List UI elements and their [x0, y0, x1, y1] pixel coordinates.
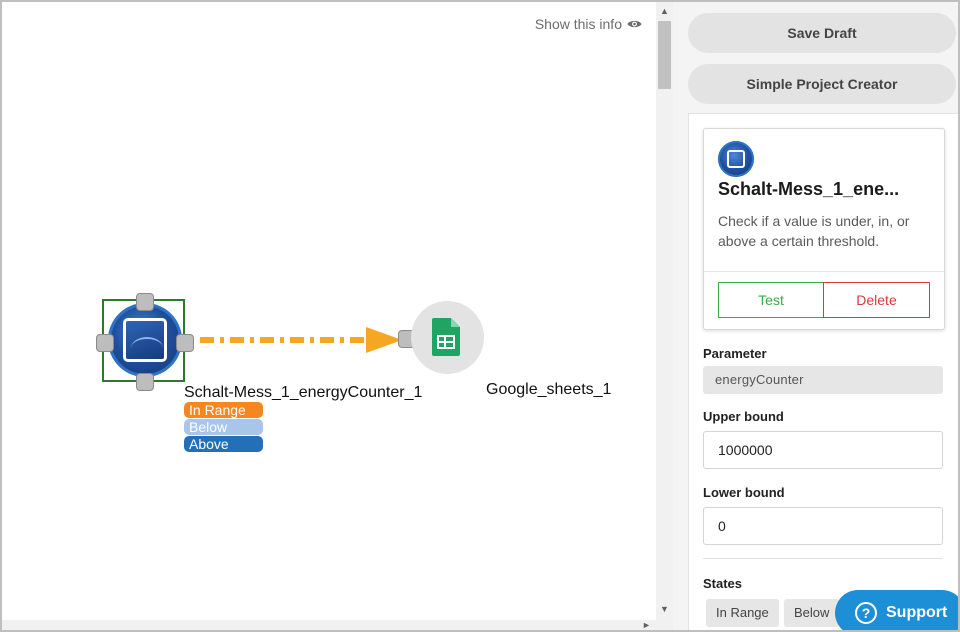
- help-icon: ?: [855, 602, 877, 624]
- state-chip-in-range[interactable]: In Range: [706, 599, 779, 627]
- resize-handle-top[interactable]: [136, 293, 154, 311]
- scroll-up-arrow-icon[interactable]: ▲: [660, 6, 669, 16]
- source-node-label: Schalt-Mess_1_energyCounter_1: [184, 384, 423, 401]
- parameter-value: energyCounter: [703, 366, 943, 394]
- flow-canvas[interactable]: Show this info Sc: [2, 2, 656, 620]
- resize-handle-right[interactable]: [176, 334, 194, 352]
- support-label: Support: [886, 604, 948, 621]
- canvas-horizontal-scrollbar[interactable]: ►: [2, 620, 673, 630]
- support-button[interactable]: ? Support: [835, 590, 958, 630]
- state-pill-below[interactable]: Below: [184, 419, 263, 435]
- delete-button[interactable]: Delete: [823, 282, 930, 318]
- state-chip-below[interactable]: Below: [784, 599, 840, 627]
- scroll-right-arrow-icon[interactable]: ►: [642, 620, 651, 630]
- show-info-toggle[interactable]: Show this info: [535, 16, 642, 32]
- connection-edge[interactable]: [184, 324, 412, 356]
- google-sheets-icon: [432, 318, 460, 356]
- node-selection-box: [102, 299, 185, 382]
- test-button[interactable]: Test: [718, 282, 824, 318]
- lower-bound-label: Lower bound: [703, 485, 785, 500]
- upper-bound-label: Upper bound: [703, 409, 784, 424]
- resize-handle-bottom[interactable]: [136, 373, 154, 391]
- threshold-node-glyph: [123, 318, 167, 362]
- simple-project-creator-button[interactable]: Simple Project Creator: [688, 64, 956, 104]
- parameter-label: Parameter: [703, 346, 767, 361]
- scrollbar-thumb[interactable]: [658, 21, 671, 89]
- node-info-card: Schalt-Mess_1_ene... Check if a value is…: [703, 128, 945, 330]
- save-draft-button[interactable]: Save Draft: [688, 13, 956, 53]
- canvas-vertical-scrollbar[interactable]: ▲ ▼: [656, 2, 673, 620]
- target-node-label: Google_sheets_1: [486, 381, 612, 398]
- eye-icon: [627, 20, 642, 28]
- state-pill-above[interactable]: Above: [184, 436, 263, 452]
- upper-bound-input[interactable]: [703, 431, 943, 469]
- resize-handle-left[interactable]: [96, 334, 114, 352]
- show-info-label: Show this info: [534, 16, 622, 32]
- properties-panel: Save Draft Simple Project Creator Schalt…: [673, 2, 958, 630]
- card-title: Schalt-Mess_1_ene...: [718, 179, 900, 199]
- card-divider: [704, 271, 944, 272]
- states-label: States: [703, 576, 743, 591]
- card-description: Check if a value is under, in, or above …: [718, 213, 910, 249]
- edge-arrowhead: [366, 327, 402, 353]
- lower-bound-input[interactable]: [703, 507, 943, 545]
- scroll-down-arrow-icon[interactable]: ▼: [660, 604, 669, 614]
- node-settings: Schalt-Mess_1_ene... Check if a value is…: [688, 113, 958, 630]
- state-pill-in-range[interactable]: In Range: [184, 402, 263, 418]
- threshold-node-card-icon: [718, 141, 754, 177]
- section-divider: [703, 558, 943, 559]
